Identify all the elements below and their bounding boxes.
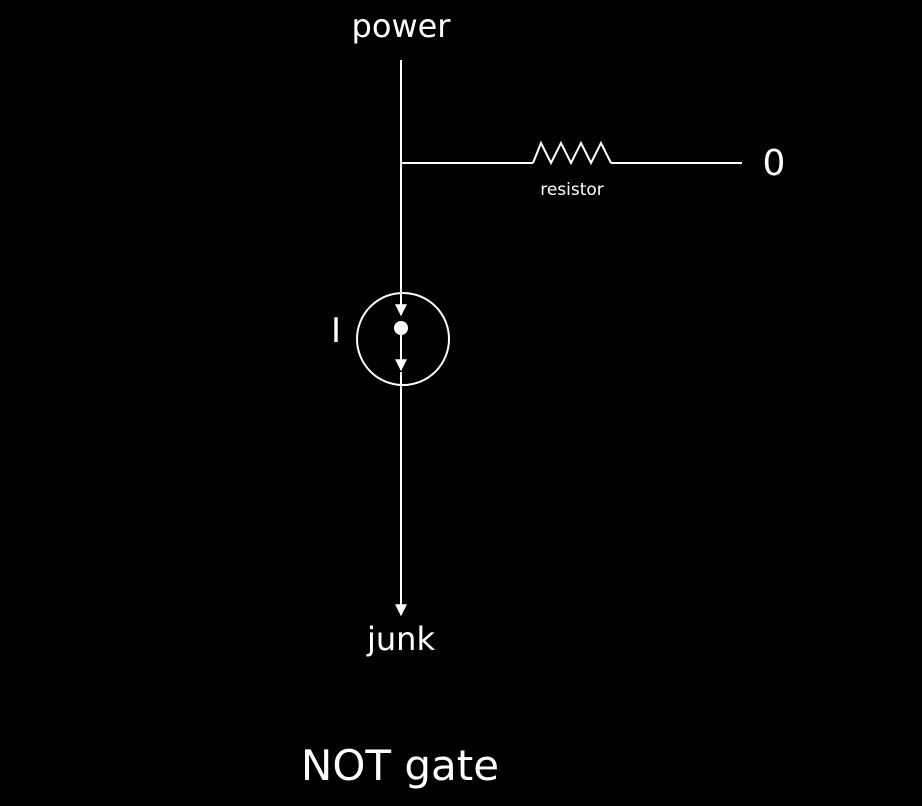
input-label: I (331, 311, 341, 351)
switch-circle (356, 292, 450, 386)
power-label: power (352, 7, 452, 45)
diagram-caption: NOT gate (301, 741, 499, 790)
junk-label: junk (366, 620, 435, 658)
output-label: 0 (763, 143, 786, 184)
resistor-symbol (532, 140, 612, 166)
resistor-label: resistor (540, 180, 604, 200)
switch-dot (394, 321, 408, 335)
